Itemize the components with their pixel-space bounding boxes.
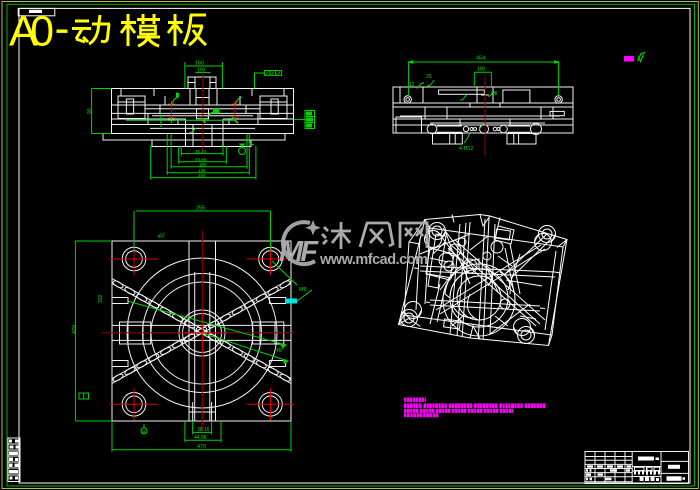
svg-text:M6: M6 xyxy=(299,287,307,293)
svg-text:25: 25 xyxy=(426,74,432,80)
svg-text:260: 260 xyxy=(198,173,206,178)
svg-text:100: 100 xyxy=(197,68,206,74)
svg-text:35.24: 35.24 xyxy=(195,149,207,154)
svg-text:45°: 45° xyxy=(276,348,284,354)
svg-text:12: 12 xyxy=(409,82,415,88)
svg-text:100: 100 xyxy=(477,67,486,73)
svg-text:4-M12: 4-M12 xyxy=(459,146,473,152)
svg-text:45°: 45° xyxy=(157,232,167,240)
svg-text:R8: R8 xyxy=(491,91,498,97)
svg-text:195: 195 xyxy=(198,168,206,173)
svg-text:160: 160 xyxy=(199,162,207,167)
svg-text:A0: A0 xyxy=(9,8,54,56)
svg-text:454: 454 xyxy=(476,56,485,62)
svg-text:332: 332 xyxy=(98,294,104,303)
svg-text:256: 256 xyxy=(196,206,205,212)
svg-text:R5: R5 xyxy=(213,109,220,115)
svg-text:160: 160 xyxy=(195,61,204,67)
svg-text:B: B xyxy=(142,429,145,434)
svg-text:8: 8 xyxy=(176,93,179,99)
svg-text:MF: MF xyxy=(279,236,319,268)
svg-text:44.86: 44.86 xyxy=(195,157,207,162)
svg-text:90: 90 xyxy=(87,108,93,114)
svg-text:470: 470 xyxy=(72,325,78,334)
svg-text:470: 470 xyxy=(197,444,206,450)
svg-text:www.mfcad.com: www.mfcad.com xyxy=(319,252,428,268)
svg-text:44.86: 44.86 xyxy=(194,435,207,441)
svg-text:38.16: 38.16 xyxy=(197,427,210,433)
